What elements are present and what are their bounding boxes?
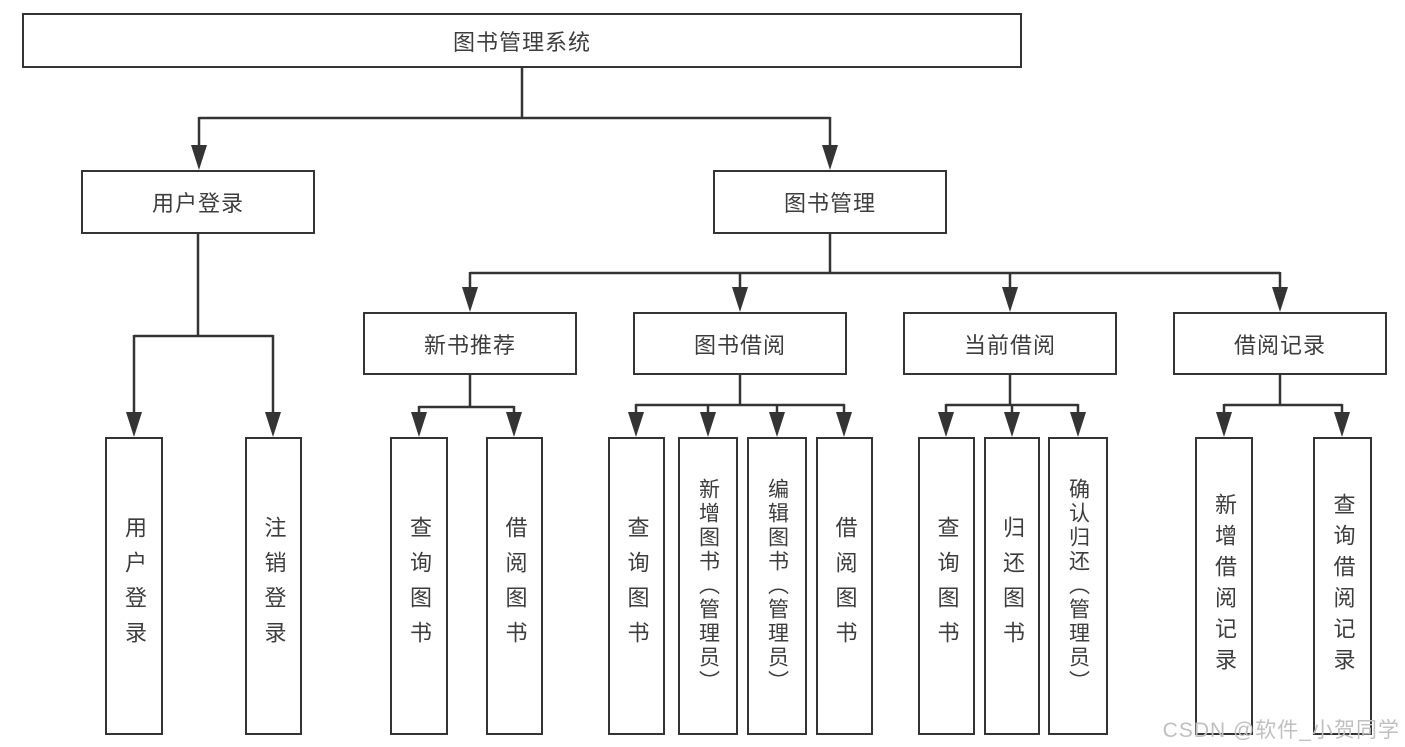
- leaf-query-books-3: 查询图书: [918, 437, 975, 735]
- leaf-query-books-2: 查询图书: [608, 437, 665, 735]
- node-current-borrowing: 当前借阅: [903, 312, 1117, 375]
- leaf-add-books-admin: 新增图书（管理员）: [678, 437, 738, 735]
- node-book-borrowing: 图书借阅: [633, 312, 847, 375]
- leaf-edit-books-admin: 编辑图书（管理员）: [747, 437, 807, 735]
- leaf-add-borrow-record: 新增借阅记录: [1195, 437, 1253, 735]
- node-borrowing-records: 借阅记录: [1173, 312, 1387, 375]
- leaf-user-login: 用户登录: [105, 437, 163, 735]
- node-user-login: 用户登录: [81, 170, 315, 234]
- leaf-borrow-books: 借阅图书: [486, 437, 543, 735]
- leaf-query-borrow-record: 查询借阅记录: [1313, 437, 1372, 735]
- leaf-return-books: 归还图书: [984, 437, 1040, 735]
- node-library-management-system: 图书管理系统: [22, 13, 1022, 68]
- watermark: CSDN @软件_小贺同学: [1162, 719, 1400, 742]
- leaf-query-books: 查询图书: [390, 437, 448, 735]
- node-new-book-recommendation: 新书推荐: [363, 312, 577, 375]
- leaf-logout: 注销登录: [245, 437, 302, 735]
- leaf-borrow-books-2: 借阅图书: [816, 437, 873, 735]
- node-book-management: 图书管理: [713, 170, 947, 234]
- leaf-confirm-return-admin: 确认归还（管理员）: [1048, 437, 1108, 735]
